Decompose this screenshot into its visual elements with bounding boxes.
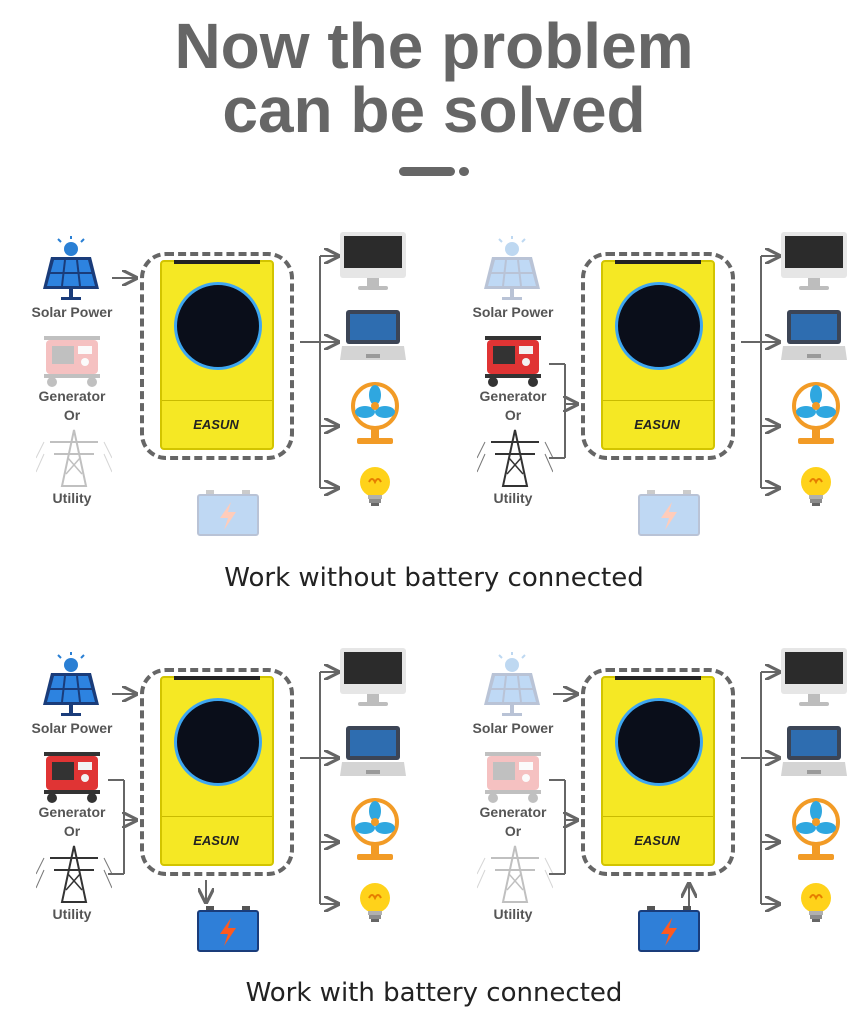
heading-line-2: can be solved [222,74,646,146]
inverter-top-bar [615,260,701,264]
lightbulb-icon [359,466,391,507]
label-solar: Solar Power [31,304,113,320]
label-or: Or [504,823,522,839]
panel-all-sources: Solar Power Generator Or Utility EASUN [0,648,434,978]
inverter-top-bar [174,260,260,264]
brand-logo: EASUN [634,833,680,848]
lightbulb-icon [800,466,832,507]
input-arrows [112,232,434,562]
inverter-dashed-frame [140,252,294,460]
inverter-display [174,698,262,786]
caption-with-battery: Work with battery connected [245,978,623,1008]
battery-icon [638,906,700,952]
inverter-panel-line [603,816,713,817]
monitor-icon [340,232,406,290]
battery-icon [638,490,700,536]
laptop-icon [781,310,847,360]
divider-bar [399,167,455,176]
label-generator: Generator [38,388,106,404]
label-or: Or [63,407,81,423]
lightbulb-icon [359,882,391,923]
monitor-icon [340,648,406,706]
brand-logo: EASUN [634,417,680,432]
label-utility: Utility [493,490,533,506]
inverter-top-bar [615,676,701,680]
brand-logo: EASUN [193,417,239,432]
laptop-icon [781,726,847,776]
brand-logo: EASUN [193,833,239,848]
laptop-icon [340,726,406,776]
inverter-top-bar [174,676,260,680]
caption-without-battery: Work without battery connected [224,563,644,593]
divider-dot [459,167,469,176]
fan-icon [351,798,399,862]
label-or: Or [504,407,522,423]
input-arrows [549,232,868,562]
inverter-panel-line [162,816,272,817]
battery-icon [197,490,259,536]
input-arrows [549,648,868,978]
monitor-icon [781,648,847,706]
label-solar: Solar Power [472,304,554,320]
inverter-panel-line [162,400,272,401]
label-generator: Generator [38,804,106,820]
label-solar: Solar Power [31,720,113,736]
inverter-dashed-frame [140,668,294,876]
fan-icon [351,382,399,446]
label-utility: Utility [493,906,533,922]
label-generator: Generator [479,388,547,404]
panel-battery-backup: Solar Power Generator Or Utility EASUN [441,648,868,978]
laptop-icon [340,310,406,360]
fan-icon [792,382,840,446]
label-solar: Solar Power [472,720,554,736]
panel-solar-only: Solar Power Generator Or Utility EASUN [0,232,434,562]
inverter-display [174,282,262,370]
label-generator: Generator [479,804,547,820]
inverter-dashed-frame [581,668,735,876]
monitor-icon [781,232,847,290]
label-or: Or [63,823,81,839]
inverter-display [615,698,703,786]
lightbulb-icon [800,882,832,923]
inverter-panel-line [603,400,713,401]
fan-icon [792,798,840,862]
panel-gen-utility: Solar Power Generator Or Utility EASUN [441,232,868,562]
inverter-display [615,282,703,370]
label-utility: Utility [52,490,92,506]
input-arrows [108,648,434,978]
label-utility: Utility [52,906,92,922]
inverter-dashed-frame [581,252,735,460]
battery-icon [197,906,259,952]
heading-line-1: Now the problem [174,10,694,82]
